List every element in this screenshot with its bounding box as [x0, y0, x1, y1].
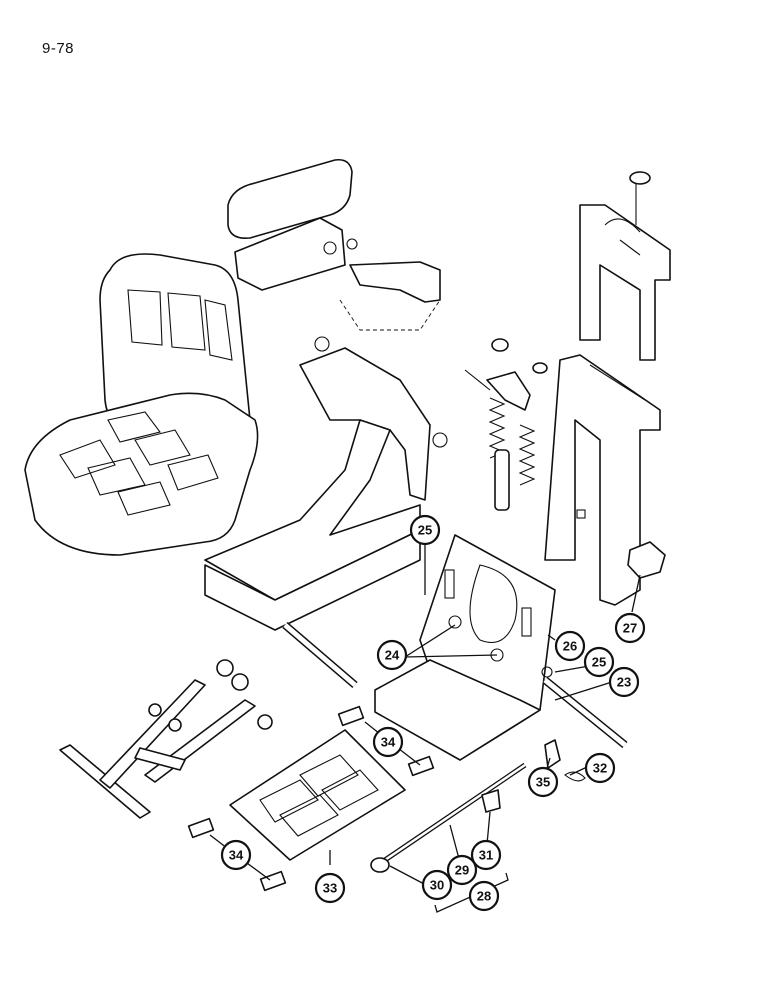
- callout-26: 26: [554, 630, 586, 662]
- callout-33-label: 33: [323, 881, 337, 896]
- seat-cushion: [24, 392, 259, 556]
- callout-34-lower: 34: [220, 839, 252, 871]
- callout-29-label: 29: [455, 863, 469, 878]
- callout-32: 32: [584, 752, 616, 784]
- callout-31: 31: [470, 839, 502, 871]
- callout-35-label: 35: [536, 775, 550, 790]
- callout-27-label: 27: [623, 621, 637, 636]
- callout-31-label: 31: [479, 848, 493, 863]
- pivot-bracket: [374, 534, 556, 761]
- upper-column: [579, 171, 671, 361]
- callout-32-label: 32: [593, 761, 607, 776]
- suspension-springs: [464, 338, 548, 511]
- callout-25-lower: 25: [583, 646, 615, 678]
- callout-35: 35: [527, 766, 559, 798]
- callout-25-upper-label: 25: [418, 523, 432, 538]
- callout-25-upper: 25: [409, 514, 441, 546]
- callout-23-label: 23: [617, 675, 631, 690]
- adjuster-rod: [370, 739, 586, 873]
- callout-28-label: 28: [477, 889, 491, 904]
- callout-27: 27: [614, 612, 646, 644]
- callout-34-upper: 34: [372, 726, 404, 758]
- pivot-pin: [282, 621, 628, 749]
- seat-frame: [204, 336, 448, 631]
- armrest: [227, 158, 441, 331]
- callout-23: 23: [608, 666, 640, 698]
- callout-33: 33: [314, 872, 346, 904]
- callout-24: 24: [376, 639, 408, 671]
- callout-30: 30: [421, 869, 453, 901]
- scissor-link: [59, 659, 273, 819]
- callout-24-label: 24: [385, 648, 400, 663]
- page-number: 9-78: [42, 40, 75, 57]
- base-plate: [187, 705, 435, 892]
- callout-30-label: 30: [430, 878, 444, 893]
- callout-25-lower-label: 25: [592, 655, 606, 670]
- callout-34-upper-label: 34: [381, 735, 396, 750]
- callout-29: 29: [446, 854, 478, 886]
- callout-34-lower-label: 34: [229, 848, 244, 863]
- callout-28: 28: [468, 880, 500, 912]
- callout-26-label: 26: [563, 639, 577, 654]
- lower-column: [544, 354, 666, 606]
